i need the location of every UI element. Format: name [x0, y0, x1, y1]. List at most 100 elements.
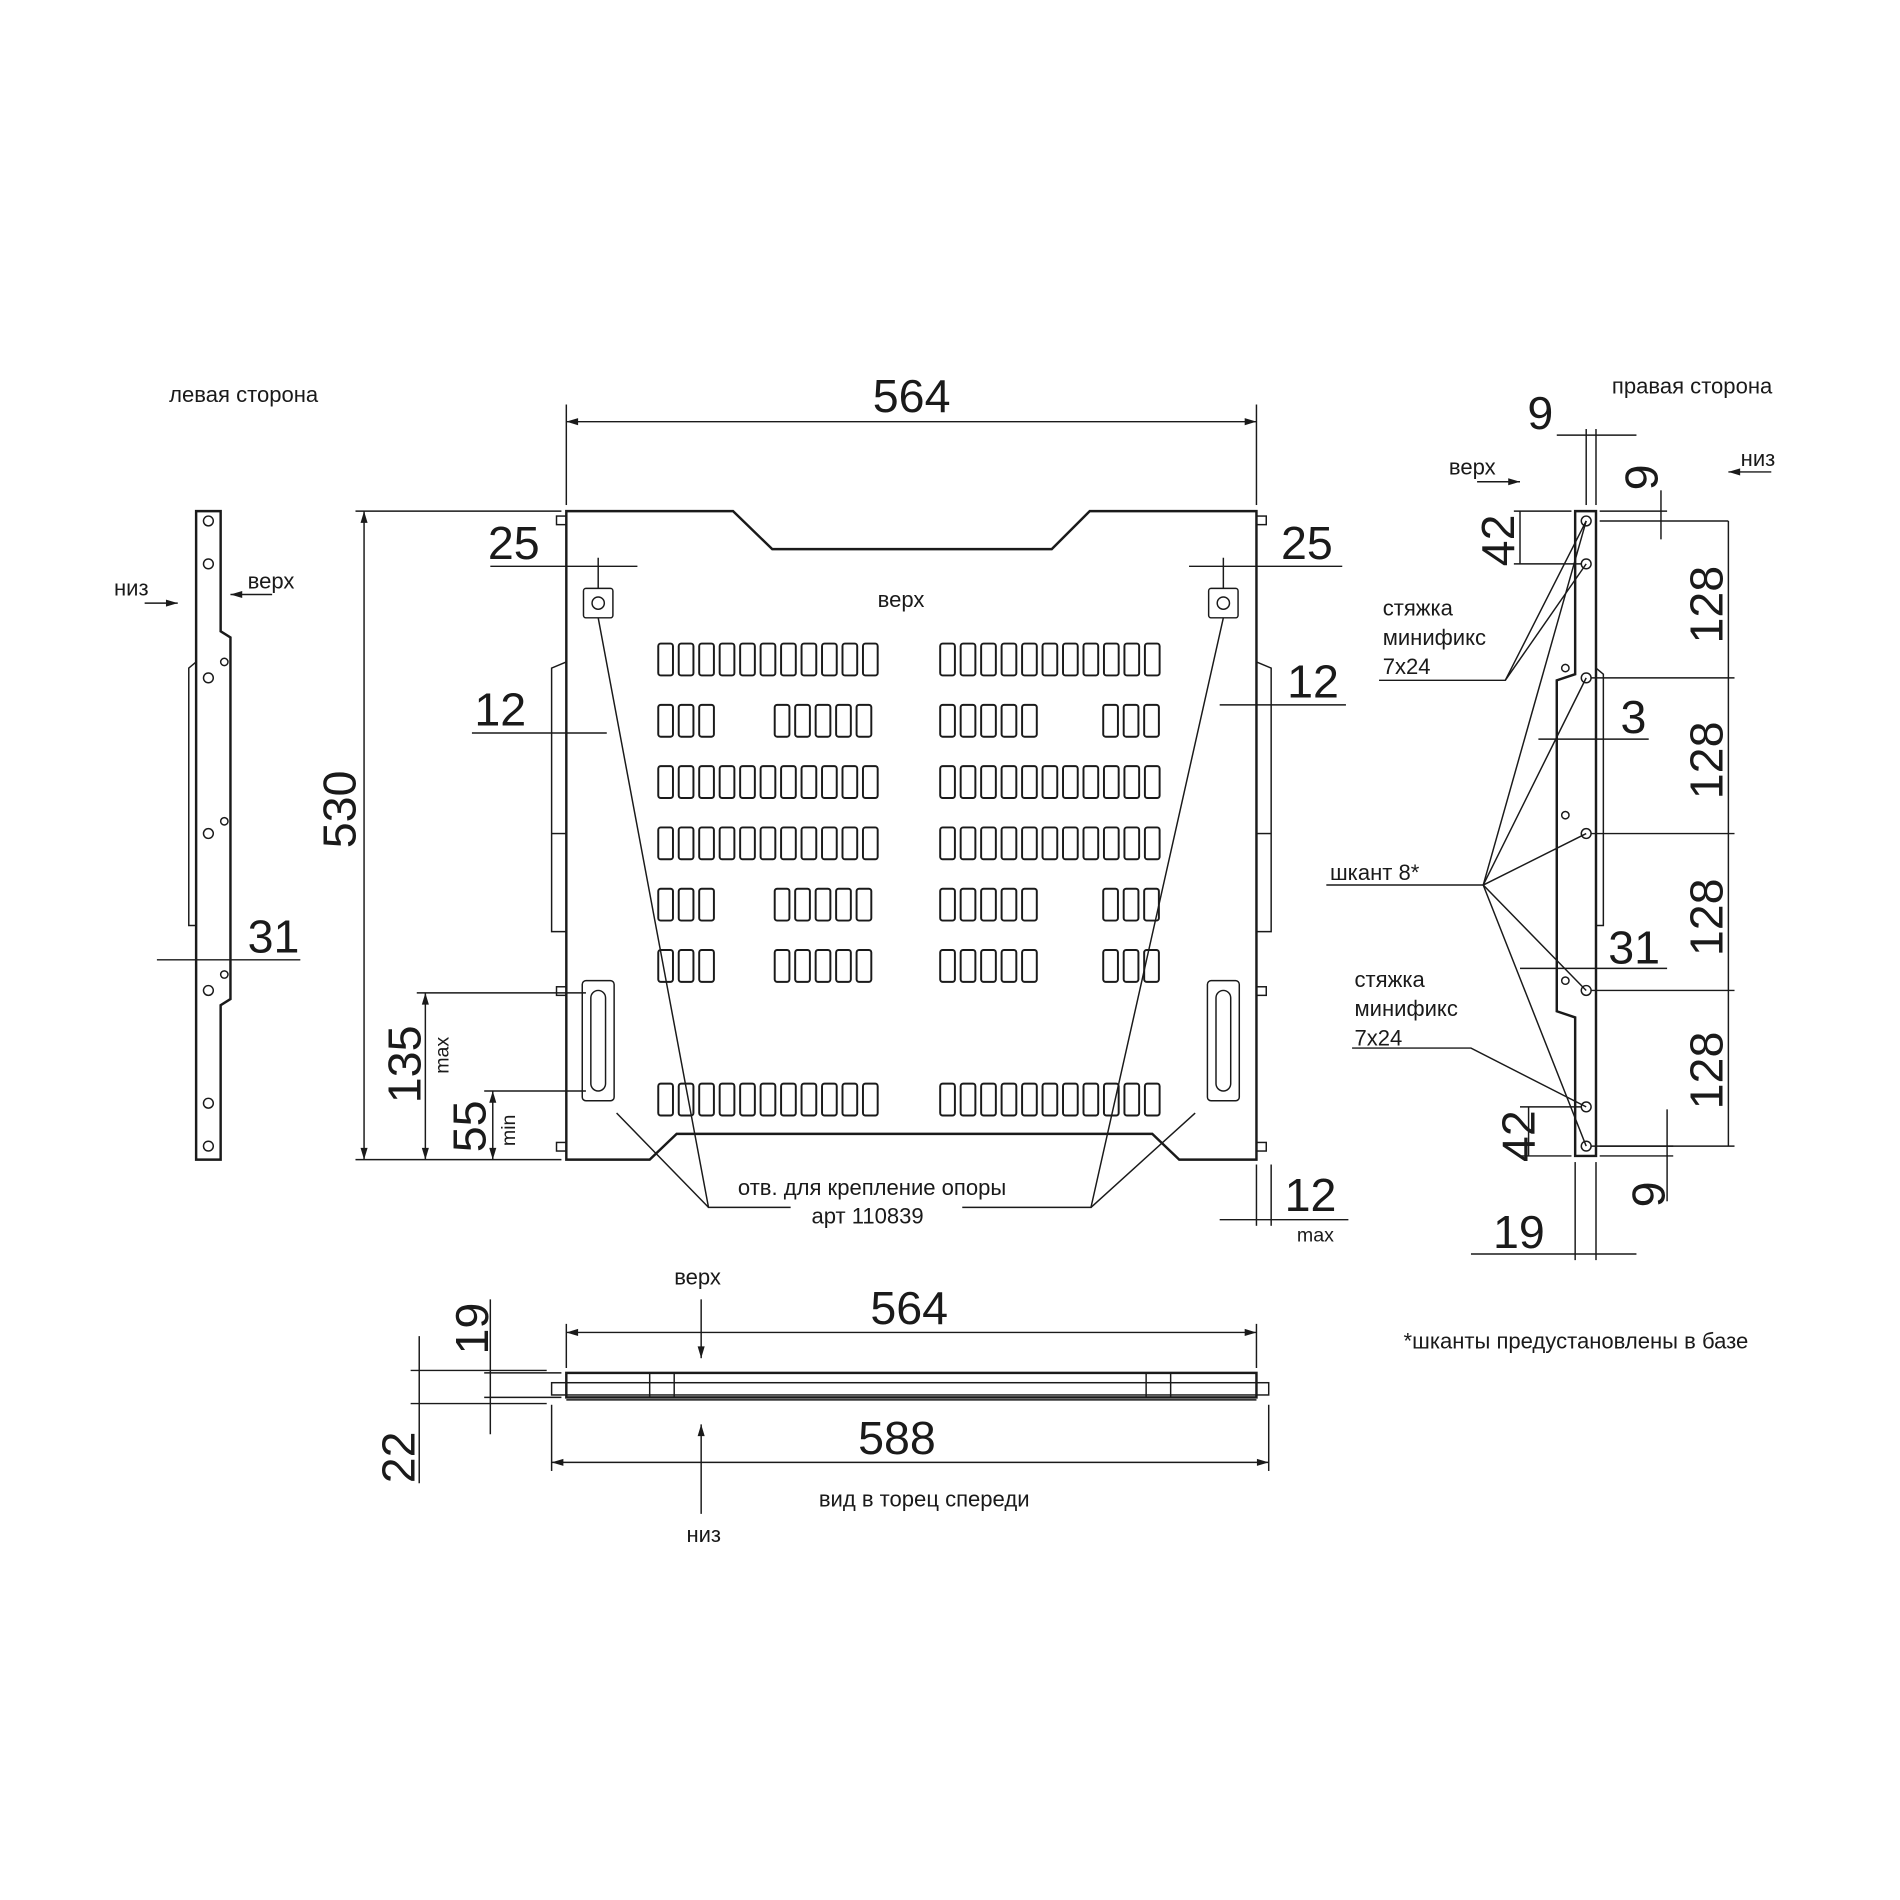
vent-slot — [1123, 1082, 1141, 1117]
vent-slot — [855, 949, 873, 983]
vent-slot — [959, 1082, 977, 1117]
vent-slot — [794, 887, 811, 922]
vent-slot — [959, 887, 977, 922]
vent-slot — [718, 826, 736, 861]
vent-slot — [677, 642, 695, 677]
vent-slot — [980, 1082, 997, 1117]
vent-slot — [1082, 1082, 1100, 1117]
vent-slot — [794, 703, 811, 738]
vent-slot — [780, 1082, 797, 1117]
dim-rs-19: 19 — [1493, 1206, 1545, 1258]
dim-height-530: 530 — [313, 771, 365, 849]
ventilation-slots — [657, 642, 1161, 1117]
vent-slot — [821, 765, 838, 799]
right-top-label: верх — [1449, 454, 1496, 479]
vent-slot — [657, 1082, 674, 1117]
vent-slot — [1122, 703, 1140, 738]
dim-inset-right-25: 25 — [1281, 517, 1333, 569]
footnote: *шканты предустановлены в базе — [1404, 1328, 1749, 1353]
vent-slot — [698, 887, 715, 922]
front-view-caption: вид в торец спереди — [819, 1487, 1030, 1512]
vent-slot — [718, 1082, 736, 1117]
vent-slot — [1102, 642, 1120, 677]
vent-slot — [677, 765, 695, 799]
vent-slot — [841, 765, 859, 799]
plan-dimensions: 564 530 25 25 12 12 135 max 55 min 12 ma… — [313, 370, 1349, 1247]
vent-slot — [1041, 826, 1059, 861]
vent-slot — [959, 703, 977, 738]
vent-slot — [1000, 1082, 1018, 1117]
vent-slot — [1062, 642, 1079, 677]
vent-slot — [1102, 826, 1120, 861]
vent-slot — [1082, 642, 1100, 677]
vent-slot — [1123, 765, 1141, 799]
vent-slot — [980, 765, 997, 799]
vent-slot — [1041, 765, 1059, 799]
vent-slot — [718, 642, 736, 677]
vent-slot — [980, 826, 997, 861]
left-bottom-label: низ — [114, 576, 149, 601]
vent-slot — [1102, 949, 1119, 983]
vent-slot — [821, 1082, 838, 1117]
vent-slot — [1021, 642, 1038, 677]
dim-front-19: 19 — [446, 1303, 498, 1355]
vent-slot — [841, 826, 859, 861]
vent-slot — [1041, 642, 1059, 677]
vent-slot — [698, 826, 715, 861]
dim-inset-left-25: 25 — [488, 517, 540, 569]
dim-max-sub: max — [432, 1037, 454, 1074]
vent-slot — [835, 703, 852, 738]
shelf-plan-view: верх отв. для крепление опоры арт 110839 — [550, 509, 1272, 1228]
vent-slot — [1021, 703, 1038, 738]
dim-left-31: 31 — [248, 910, 300, 962]
left-side-view: низ верх 31 — [114, 509, 301, 1161]
vent-slot — [841, 1082, 859, 1117]
dim-bottom-12: 12 — [1285, 1169, 1337, 1221]
vent-slot — [821, 826, 838, 861]
dim-rs-128-1: 128 — [1680, 566, 1732, 644]
mount-hole-right — [1207, 587, 1239, 619]
vent-slot — [1143, 765, 1161, 799]
vent-slot — [677, 703, 695, 738]
right-bottom-label: низ — [1741, 446, 1776, 471]
right-side-view: верх низ стяжка минификс 7x24 шкант 8* с… — [1326, 387, 1776, 1261]
vent-slot — [1000, 703, 1018, 738]
vent-slot — [657, 642, 674, 677]
vent-slot — [1123, 826, 1141, 861]
vent-slot — [780, 765, 797, 799]
dim-handle-135: 135 — [378, 1026, 430, 1104]
vent-slot — [939, 765, 956, 799]
vent-slot — [773, 949, 791, 983]
vent-slot — [1000, 642, 1018, 677]
handle-slot-left — [581, 979, 615, 1102]
vent-slot — [1000, 765, 1018, 799]
dim-rs-42-top: 42 — [1472, 515, 1524, 567]
vent-slot — [657, 703, 674, 738]
support-holes-label-1: отв. для крепление опоры — [738, 1175, 1006, 1200]
dowel-label: шкант 8* — [1330, 860, 1420, 885]
fastener-bottom-1: стяжка — [1355, 967, 1426, 992]
fastener-top-2: минификс — [1383, 625, 1486, 650]
vent-slot — [814, 703, 832, 738]
dim-rail-left-12: 12 — [474, 684, 526, 736]
front-bottom-label: низ — [686, 1522, 721, 1547]
right-side-title: правая сторона — [1612, 373, 1773, 398]
vent-slot — [657, 765, 674, 799]
vent-slot — [773, 703, 791, 738]
dim-rs-9-top: 9 — [1527, 387, 1553, 439]
vent-slot — [739, 1082, 756, 1117]
left-rail — [550, 661, 567, 933]
left-side-holes — [202, 515, 229, 1152]
vent-slot — [1021, 1082, 1038, 1117]
vent-slot — [800, 765, 818, 799]
vent-slot — [1102, 1082, 1120, 1117]
front-top-label: верх — [674, 1265, 721, 1290]
vent-slot — [1102, 765, 1120, 799]
vent-slot — [1122, 887, 1140, 922]
vent-slot — [855, 703, 873, 738]
pegs — [555, 515, 1267, 1152]
vent-slot — [1122, 949, 1140, 983]
vent-slot — [959, 765, 977, 799]
vent-slot — [1143, 1082, 1161, 1117]
